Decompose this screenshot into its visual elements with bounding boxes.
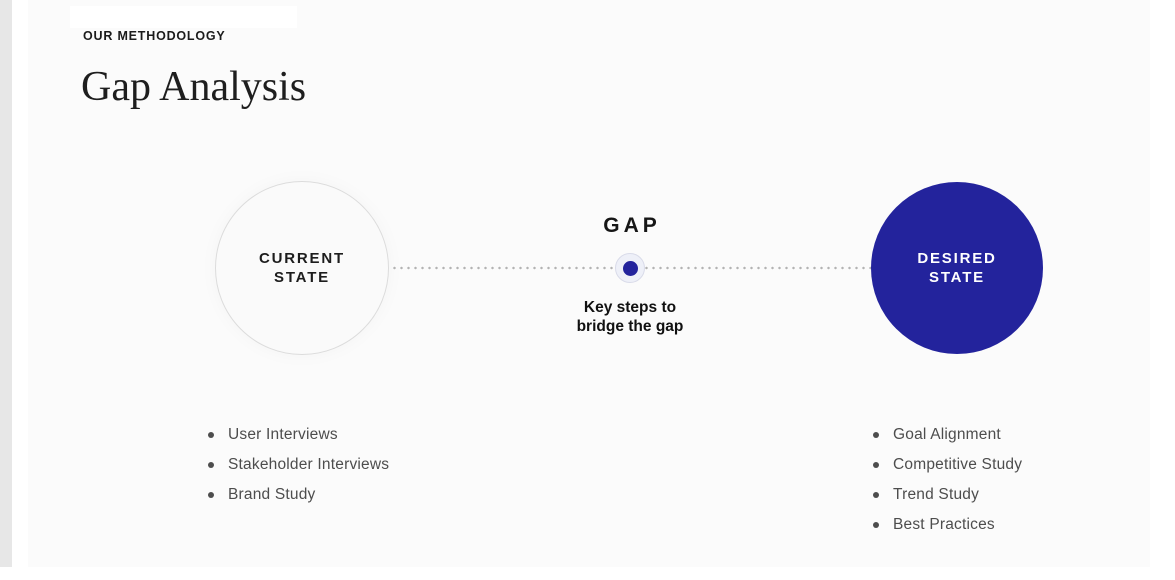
list-item: Trend Study [872,484,1022,506]
top-highlight-box [70,6,297,28]
left-gutter-strip [0,0,12,567]
page-title: Gap Analysis [81,64,307,110]
label-line-1: DESIRED [917,250,997,267]
current-state-circle: CURRENT STATE [215,181,389,355]
desired-state-label: DESIRED STATE [917,249,996,287]
gap-caption-line-2: bridge the gap [576,317,684,335]
list-item: Competitive Study [872,454,1022,476]
gap-midpoint-dot-core [622,260,638,276]
gap-caption: Key steps to bridge the gap [530,299,730,336]
current-state-label: CURRENT STATE [259,249,345,287]
desired-state-circle: DESIRED STATE [871,182,1043,354]
label-line-2: STATE [929,269,985,286]
gap-caption-line-1: Key steps to [583,299,677,316]
label-line-2: STATE [274,269,330,286]
list-item: Brand Study [207,484,389,506]
list-item: User Interviews [207,424,389,446]
section-eyebrow: OUR METHODOLOGY [83,29,226,43]
gap-label: GAP [603,214,661,237]
label-line-1: CURRENT [259,250,345,267]
gap-midpoint-dot [615,253,645,283]
list-item: Goal Alignment [872,424,1022,446]
list-item: Stakeholder Interviews [207,454,389,476]
list-item: Best Practices [872,514,1022,536]
